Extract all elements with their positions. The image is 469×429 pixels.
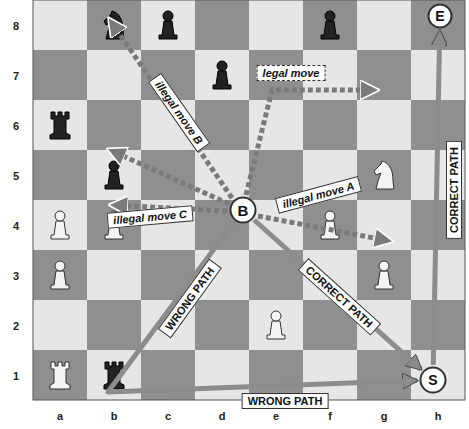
board-square (33, 300, 87, 350)
chess-pawn (321, 211, 339, 239)
wrong-path-arrow (108, 222, 417, 392)
rank-number: 4 (13, 220, 19, 232)
file-letter-holder: a (57, 406, 63, 424)
file-letter-holder: h (435, 406, 442, 424)
correct-path-arrow (254, 220, 421, 369)
point-letter: B (229, 202, 257, 219)
board-square (87, 100, 141, 150)
board-square (357, 150, 411, 200)
rank-number-holder: 8 (13, 16, 19, 34)
chess-pawn (105, 161, 123, 189)
rank-number-holder: 6 (13, 116, 19, 134)
board-square (357, 250, 411, 300)
move-label: legal move (257, 65, 326, 81)
correct-path-arrow (433, 31, 439, 365)
board-square (357, 350, 411, 400)
chess-pawn (213, 61, 231, 89)
path-label: WRONG PATH (242, 393, 329, 409)
chess-pawn (51, 211, 69, 239)
rank-number: 2 (13, 320, 19, 332)
path-label-holder: WRONG PATH (242, 391, 329, 409)
path-point-circle: B (229, 196, 257, 224)
chess-rook (50, 112, 70, 139)
rank-number: 7 (13, 70, 19, 82)
point-letter: S (419, 372, 447, 388)
chess-pawn (51, 261, 69, 289)
board-square (357, 200, 411, 250)
rank-number-holder: 5 (13, 166, 19, 184)
rank-number-holder: 3 (13, 266, 19, 284)
board-square (195, 50, 249, 100)
board-square (249, 100, 303, 150)
board-square (411, 300, 465, 350)
board-square (303, 200, 357, 250)
file-letter-holder: f (328, 406, 332, 424)
board-square (33, 250, 87, 300)
board-square (249, 300, 303, 350)
rank-number: 5 (13, 170, 19, 182)
path-point-circle: S (419, 366, 447, 394)
file-letter: d (219, 410, 226, 422)
board-square (33, 350, 87, 400)
file-letter-holder: c (165, 406, 171, 424)
path-label-box: CORRECT PATH (444, 141, 462, 239)
board-square (141, 0, 195, 50)
file-letter: f (328, 410, 332, 422)
move-label-holder: legal move (257, 63, 326, 81)
board-square (303, 0, 357, 50)
board-square (33, 0, 87, 50)
board-square (33, 200, 87, 250)
board-square (87, 150, 141, 200)
rank-number: 8 (13, 20, 19, 32)
file-letter: h (435, 410, 442, 422)
chess-pawn (321, 11, 339, 39)
board-square (33, 100, 87, 150)
board-square (87, 250, 141, 300)
move-arrow (110, 20, 232, 198)
board-border (33, 0, 465, 400)
rank-number: 3 (13, 270, 19, 282)
chess-rook (50, 362, 70, 389)
board-square (411, 250, 465, 300)
file-letter: g (381, 410, 388, 422)
move-arrow (110, 150, 229, 204)
path-point-circle: E (427, 3, 453, 29)
file-letter: e (273, 410, 279, 422)
board-square (33, 150, 87, 200)
board-square (357, 100, 411, 150)
rank-number-holder: 1 (13, 366, 19, 384)
board-square (249, 0, 303, 50)
file-letter-holder: d (219, 406, 226, 424)
board-square (303, 100, 357, 150)
rank-number: 6 (13, 120, 19, 132)
file-letter: c (165, 410, 171, 422)
rank-number: 1 (13, 370, 19, 382)
board-square (411, 350, 465, 400)
board-square (195, 0, 249, 50)
file-letter: b (111, 410, 118, 422)
board-square (357, 0, 411, 50)
chess-pawn (375, 261, 393, 289)
rank-number-holder: 2 (13, 316, 19, 334)
file-letter: a (57, 410, 63, 422)
chess-knight (374, 161, 394, 189)
chess-pawn (159, 11, 177, 39)
rank-number-holder: 7 (13, 66, 19, 84)
file-letter-holder: b (111, 406, 118, 424)
file-letter-holder: g (381, 406, 388, 424)
rank-number-holder: 4 (13, 216, 19, 234)
move-arrow (258, 216, 390, 241)
path-label: CORRECT PATH (446, 141, 462, 239)
board-square (33, 50, 87, 100)
board-square (87, 300, 141, 350)
board-square (195, 300, 249, 350)
chess-pawn (267, 311, 285, 339)
point-letter: E (427, 8, 453, 24)
